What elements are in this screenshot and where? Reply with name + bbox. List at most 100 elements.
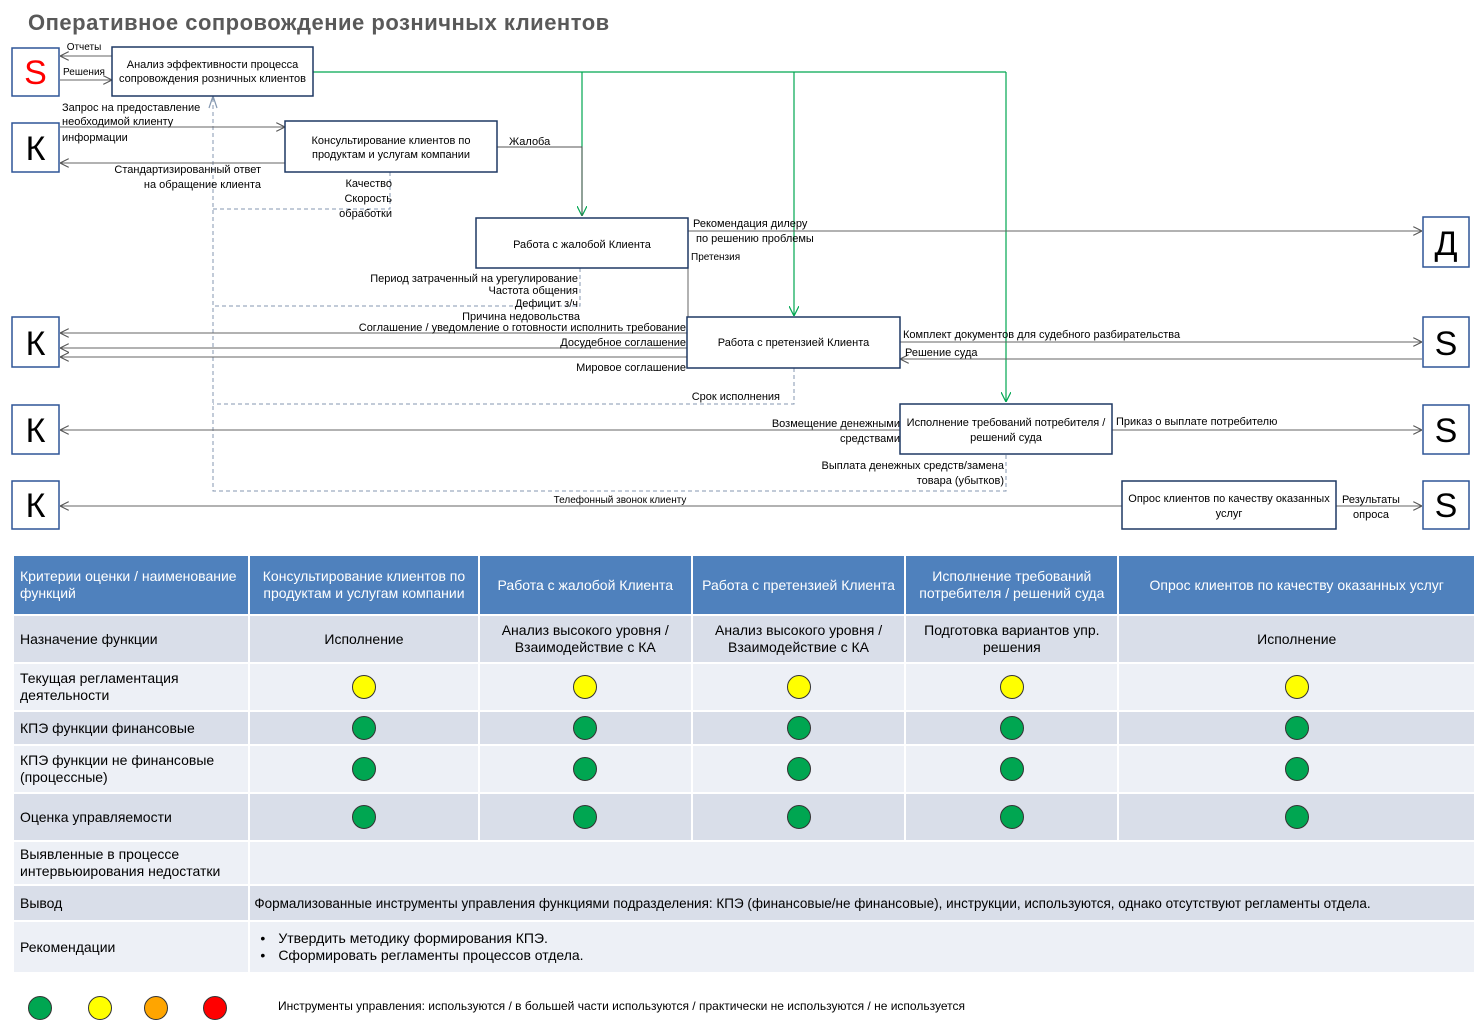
- label-period: Период затраченный на урегулирование: [370, 273, 578, 285]
- svg-text:товара (убытков): товара (убытков): [917, 475, 1004, 487]
- table-row-manageability: Оценка управляемости: [14, 794, 1474, 840]
- label-order: Приказ о выплате потребителю: [1116, 416, 1277, 428]
- label-agreement: Соглашение / уведомление о готовности ис…: [359, 322, 686, 334]
- svg-text:опроса: опроса: [1353, 509, 1390, 521]
- svg-text:Анализ эффективности процесса: Анализ эффективности процесса: [127, 59, 299, 71]
- svg-text:Исполнение требований потребит: Исполнение требований потребителя /: [907, 417, 1107, 429]
- list-item: Сформировать регламенты процессов отдела…: [260, 947, 1468, 964]
- yellow-status-dot: [573, 675, 598, 699]
- svg-text:К: К: [26, 412, 46, 450]
- svg-text:Консультирование клиентов по: Консультирование клиентов по: [312, 135, 471, 147]
- label-quality: Качество: [345, 178, 392, 190]
- header-execution: Исполнение требований потребителя / реше…: [906, 556, 1118, 614]
- orange-status-dot: [144, 996, 168, 1020]
- label-complaint: Жалоба: [509, 136, 551, 148]
- label-deadline: Срок исполнения: [692, 391, 780, 403]
- yellow-status-dot: [88, 996, 112, 1020]
- conclusion-value: Формализованные инструменты управления ф…: [250, 886, 1474, 920]
- cell-value: Анализ высокого уровня / Взаимодействие …: [692, 616, 905, 662]
- label-payment: Выплата денежных средств/замена: [822, 460, 1005, 472]
- svg-text:Дефицит з/ч: Дефицит з/ч: [515, 298, 578, 310]
- row-label: Оценка управляемости: [14, 794, 249, 840]
- green-status-dot: [573, 805, 598, 829]
- actor-k4: К: [11, 480, 60, 530]
- svg-text:Опрос клиентов по качеству ока: Опрос клиентов по качеству оказанных: [1128, 493, 1330, 505]
- svg-text:S: S: [1435, 487, 1458, 525]
- svg-text:по решению проблемы: по решению проблемы: [696, 233, 814, 245]
- svg-text:решений суда: решений суда: [970, 432, 1043, 444]
- table-row-purpose: Назначение функции Исполнение Анализ выс…: [14, 616, 1474, 662]
- svg-text:Частота общения: Частота общения: [489, 285, 579, 297]
- box-analysis: Анализ эффективности процесса сопровожде…: [111, 46, 314, 97]
- list-item: Утвердить методику формирования КПЭ.: [260, 930, 1468, 947]
- table-row-kpi-fin: КПЭ функции финансовые: [14, 712, 1474, 744]
- svg-text:Работа с претензией Клиента: Работа с претензией Клиента: [718, 337, 870, 349]
- label-compensation: Возмещение денежными: [772, 418, 900, 430]
- green-status-dot: [999, 716, 1024, 740]
- svg-text:К: К: [26, 325, 46, 363]
- gaps-value: [250, 842, 1474, 884]
- svg-text:К: К: [26, 487, 46, 525]
- row-label: Рекомендации: [14, 922, 249, 972]
- actor-s3: S: [1422, 404, 1470, 455]
- label-request: Запрос на предоставление: [62, 102, 200, 114]
- diagram-labels: Отчеты Решения Запрос на предоставление …: [62, 42, 1400, 521]
- legend-text: Инструменты управления: используются / в…: [278, 999, 965, 1013]
- cell-value: Подготовка вариантов упр. решения: [906, 616, 1118, 662]
- table-row-conclusion: Вывод Формализованные инструменты управл…: [14, 886, 1474, 920]
- yellow-status-dot: [786, 675, 811, 699]
- table-row-regulation: Текущая регламентация деятельности: [14, 664, 1474, 710]
- row-label: Вывод: [14, 886, 249, 920]
- actor-k1: К: [11, 122, 60, 173]
- red-status-dot: [203, 996, 227, 1020]
- actor-k2: К: [11, 316, 60, 368]
- yellow-status-dot: [1284, 675, 1309, 699]
- cell-value: Исполнение: [1119, 616, 1474, 662]
- green-status-dot: [786, 757, 811, 781]
- green-control-lines: [313, 71, 1006, 402]
- svg-text:S: S: [1435, 325, 1458, 363]
- table-header-row: Критерии оценки / наименование функций К…: [14, 556, 1474, 614]
- label-dealer-rec: Рекомендация дилеру: [693, 218, 808, 230]
- label-court: Решение суда: [905, 347, 978, 359]
- header-survey: Опрос клиентов по качеству оказанных усл…: [1119, 556, 1474, 614]
- table-row-gaps: Выявленные в процессе интервьюирования н…: [14, 842, 1474, 884]
- label-results: Результаты: [1342, 494, 1400, 506]
- green-status-dot: [1284, 757, 1309, 781]
- label-std-answer: Стандартизированный ответ: [114, 164, 261, 176]
- svg-text:Работа с жалобой Клиента: Работа с жалобой Клиента: [513, 239, 652, 251]
- label-settlement: Мировое соглашение: [576, 362, 686, 374]
- page-title: Оперативное сопровождение розничных клие…: [28, 10, 610, 35]
- label-decisions: Решения: [63, 67, 105, 78]
- svg-text:S: S: [1435, 412, 1458, 450]
- cell-value: Исполнение: [250, 616, 478, 662]
- green-status-dot: [1284, 716, 1309, 740]
- box-complaint: Работа с жалобой Клиента: [475, 217, 689, 269]
- svg-text:Скорость: Скорость: [344, 193, 392, 205]
- label-pretrial: Досудебное соглашение: [560, 337, 686, 349]
- label-docs: Комплект документов для судебного разбир…: [903, 329, 1181, 341]
- box-execution: Исполнение требований потребителя / реше…: [899, 403, 1113, 455]
- svg-text:обработки: обработки: [339, 208, 392, 220]
- table-row-recommendations: Рекомендации Утвердить методику формиров…: [14, 922, 1474, 972]
- label-reports: Отчеты: [67, 42, 102, 53]
- actor-s2: S: [1422, 316, 1470, 368]
- recommendations-list: Утвердить методику формирования КПЭ. Сфо…: [256, 930, 1468, 964]
- dashed-feedback-lines: [212, 98, 1007, 492]
- green-status-dot: [786, 716, 811, 740]
- svg-text:продуктам и услугам компании: продуктам и услугам компании: [312, 149, 470, 161]
- svg-text:К: К: [26, 130, 46, 168]
- svg-text:Д: Д: [1434, 225, 1457, 263]
- svg-text:Причина недовольства: Причина недовольства: [462, 311, 581, 323]
- actor-k3: К: [11, 404, 60, 455]
- actor-d: Д: [1422, 216, 1470, 268]
- green-status-dot: [351, 716, 376, 740]
- row-label: КПЭ функции не финансовые (процессные): [14, 746, 249, 792]
- actor-s-top: S: [11, 47, 60, 97]
- header-complaint: Работа с жалобой Клиента: [479, 556, 691, 614]
- green-status-dot: [351, 805, 376, 829]
- svg-text:S: S: [24, 54, 47, 92]
- table-row-kpi-nonfin: КПЭ функции не финансовые (процессные): [14, 746, 1474, 792]
- row-label: Текущая регламентация деятельности: [14, 664, 249, 710]
- row-label: КПЭ функции финансовые: [14, 712, 249, 744]
